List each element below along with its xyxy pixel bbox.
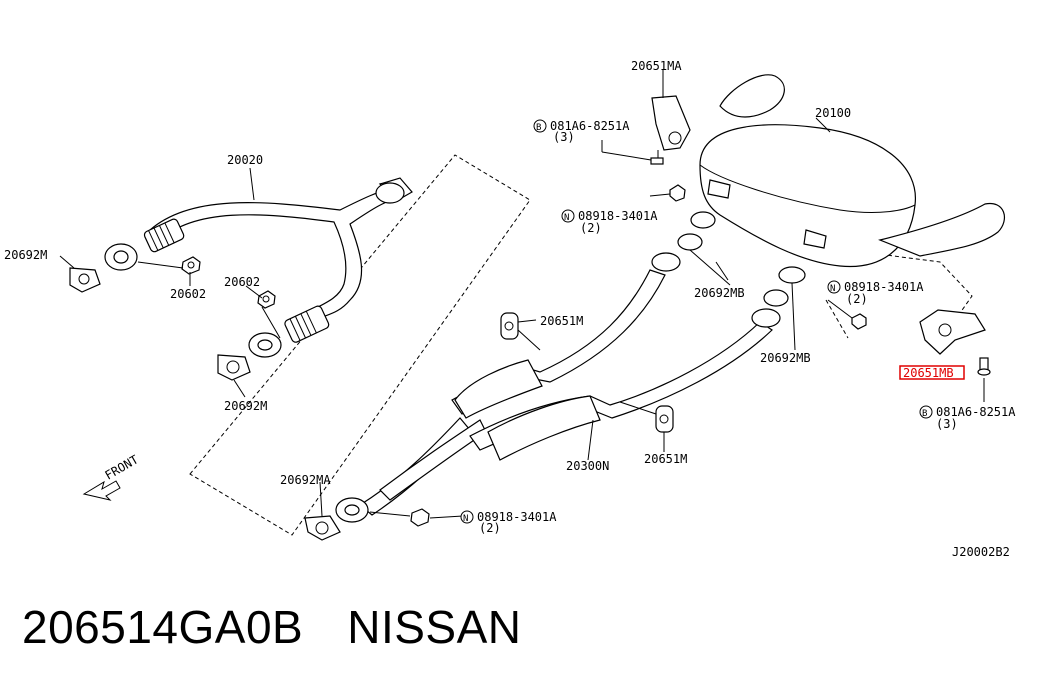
callout-081a6-8251a-right: 081A6-8251A — [936, 405, 1016, 419]
callout-20692ma: 20692MA — [280, 473, 331, 487]
part-caption: 206514GA0B NISSAN — [22, 600, 522, 654]
callout-qty-2-top: (2) — [580, 221, 602, 235]
callout-20651mb: 20651MB — [903, 366, 954, 380]
front-label: FRONT — [103, 452, 141, 482]
callout-08918-3401a-lower: 08918-3401A — [477, 510, 557, 524]
nut-top — [669, 184, 686, 202]
mount-20651m-left — [500, 312, 541, 351]
gasket-20692mb-a — [677, 233, 703, 251]
mount-20651m-right — [619, 401, 674, 433]
callout-08918-3401a-right: 08918-3401A — [844, 280, 924, 294]
callout-20300n: 20300N — [566, 459, 609, 473]
front-pipe-20020 — [104, 177, 413, 358]
front-arrow-icon — [82, 480, 121, 501]
callout-20692m-lower: 20692M — [224, 399, 267, 413]
callout-20692mb-upper: 20692MB — [694, 286, 745, 300]
front-group-boundary — [189, 154, 531, 536]
prefix-n-1: N — [564, 213, 569, 223]
muffler-20100 — [699, 74, 1006, 268]
nut-20602-b — [257, 290, 276, 309]
prefix-b-1: B — [536, 123, 541, 133]
callout-20020: 20020 — [227, 153, 263, 167]
callout-qty-2-lower: (2) — [479, 521, 501, 535]
highlight-box — [899, 365, 965, 380]
part-number: 206514GA0B — [22, 601, 304, 653]
callout-20602-b: 20602 — [224, 275, 260, 289]
callout-20651ma: 20651MA — [631, 59, 682, 73]
callout-qty-3-top: (3) — [553, 130, 575, 144]
hanger-20651mb[interactable] — [919, 309, 991, 376]
prefix-b-2: B — [922, 409, 927, 419]
center-pipe-20300n — [335, 252, 781, 523]
nut-lower — [410, 508, 430, 527]
callout-20602-a: 20602 — [170, 287, 206, 301]
callout-qty-3-right: (3) — [936, 417, 958, 431]
callout-20651m-right: 20651M — [644, 452, 687, 466]
callout-20692mb-lower: 20692MB — [760, 351, 811, 365]
callout-081a6-8251a-top: 081A6-8251A — [550, 119, 630, 133]
diagram-reference: J20002B2 — [952, 545, 1010, 559]
prefix-n-2: N — [830, 284, 835, 294]
callout-20100: 20100 — [815, 106, 851, 120]
hanger-20651ma — [650, 95, 691, 165]
callout-08918-3401a-top: 08918-3401A — [578, 209, 658, 223]
brand-name: NISSAN — [347, 601, 522, 653]
callout-20651m-left: 20651M — [540, 314, 583, 328]
prefix-n-3: N — [463, 514, 468, 524]
callout-20692m-left: 20692M — [4, 248, 47, 262]
gasket-20692mb-b — [778, 266, 806, 284]
callout-qty-2-right: (2) — [846, 292, 868, 306]
nut-rear — [851, 313, 867, 330]
nut-20602-a — [181, 256, 201, 275]
